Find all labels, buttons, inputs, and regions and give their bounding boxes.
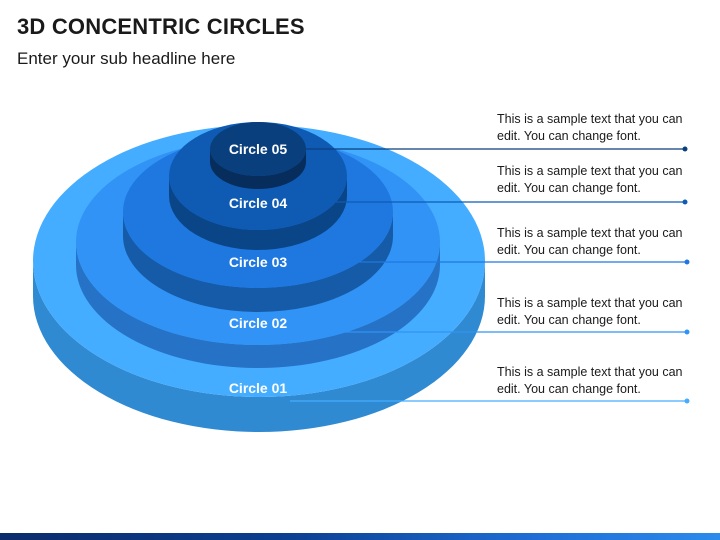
- circle-01-description: This is a sample text that you can edit.…: [497, 365, 683, 396]
- bottom-accent-bar: [0, 533, 720, 540]
- circle-02-description: This is a sample text that you can edit.…: [497, 296, 683, 327]
- connector-line-01: [290, 398, 690, 404]
- circle-05-description: This is a sample text that you can edit.…: [497, 112, 683, 143]
- circle-03-description: This is a sample text that you can edit.…: [497, 226, 683, 257]
- circle-01-label: Circle 01: [229, 380, 288, 396]
- circle-04-label: Circle 04: [229, 195, 288, 211]
- circle-05-disc[interactable]: [210, 122, 306, 189]
- circle-03-label: Circle 03: [229, 254, 288, 270]
- circle-02-label: Circle 02: [229, 315, 288, 331]
- circle-04-description: This is a sample text that you can edit.…: [497, 164, 683, 195]
- connector-line-04: [290, 199, 688, 205]
- connector-line-03: [290, 259, 690, 265]
- connector-line-05: [290, 146, 688, 152]
- circle-05-label: Circle 05: [229, 141, 288, 157]
- connector-line-02: [290, 329, 690, 335]
- page-title: 3D CONCENTRIC CIRCLES: [17, 14, 305, 39]
- page-subtitle: Enter your sub headline here: [17, 49, 236, 68]
